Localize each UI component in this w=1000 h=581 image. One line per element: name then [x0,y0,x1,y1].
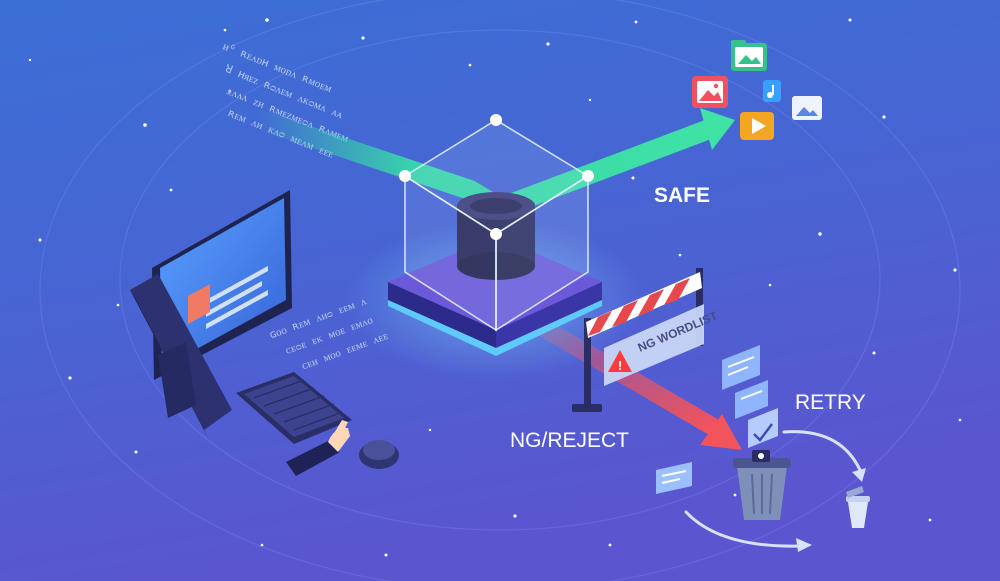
small-trash-bin-icon [846,486,870,528]
hand-icon [286,420,350,476]
filter-cube-icon [345,114,645,380]
mouse-icon [359,440,399,469]
svg-text:!: ! [618,358,622,373]
folder-image-icon [731,40,767,71]
warning-icon: ! [608,350,632,373]
computer-monitor-icon [130,190,292,442]
message-card-icon [722,345,778,448]
retry-cycle-icon [684,430,866,552]
safe-label: SAFE [654,184,710,207]
photo-file-icon [792,96,822,120]
trash-bin-icon [733,450,791,520]
audio-file-icon [763,80,781,102]
chat-card-icon [656,462,692,494]
video-file-icon [740,112,774,140]
keyboard-icon [236,372,352,444]
stars [28,18,962,557]
retry-label: RETRY [795,391,866,414]
orbit-rings [39,0,961,581]
image-file-icon [692,76,728,108]
ng-reject-label: NG/REJECT [510,429,629,452]
